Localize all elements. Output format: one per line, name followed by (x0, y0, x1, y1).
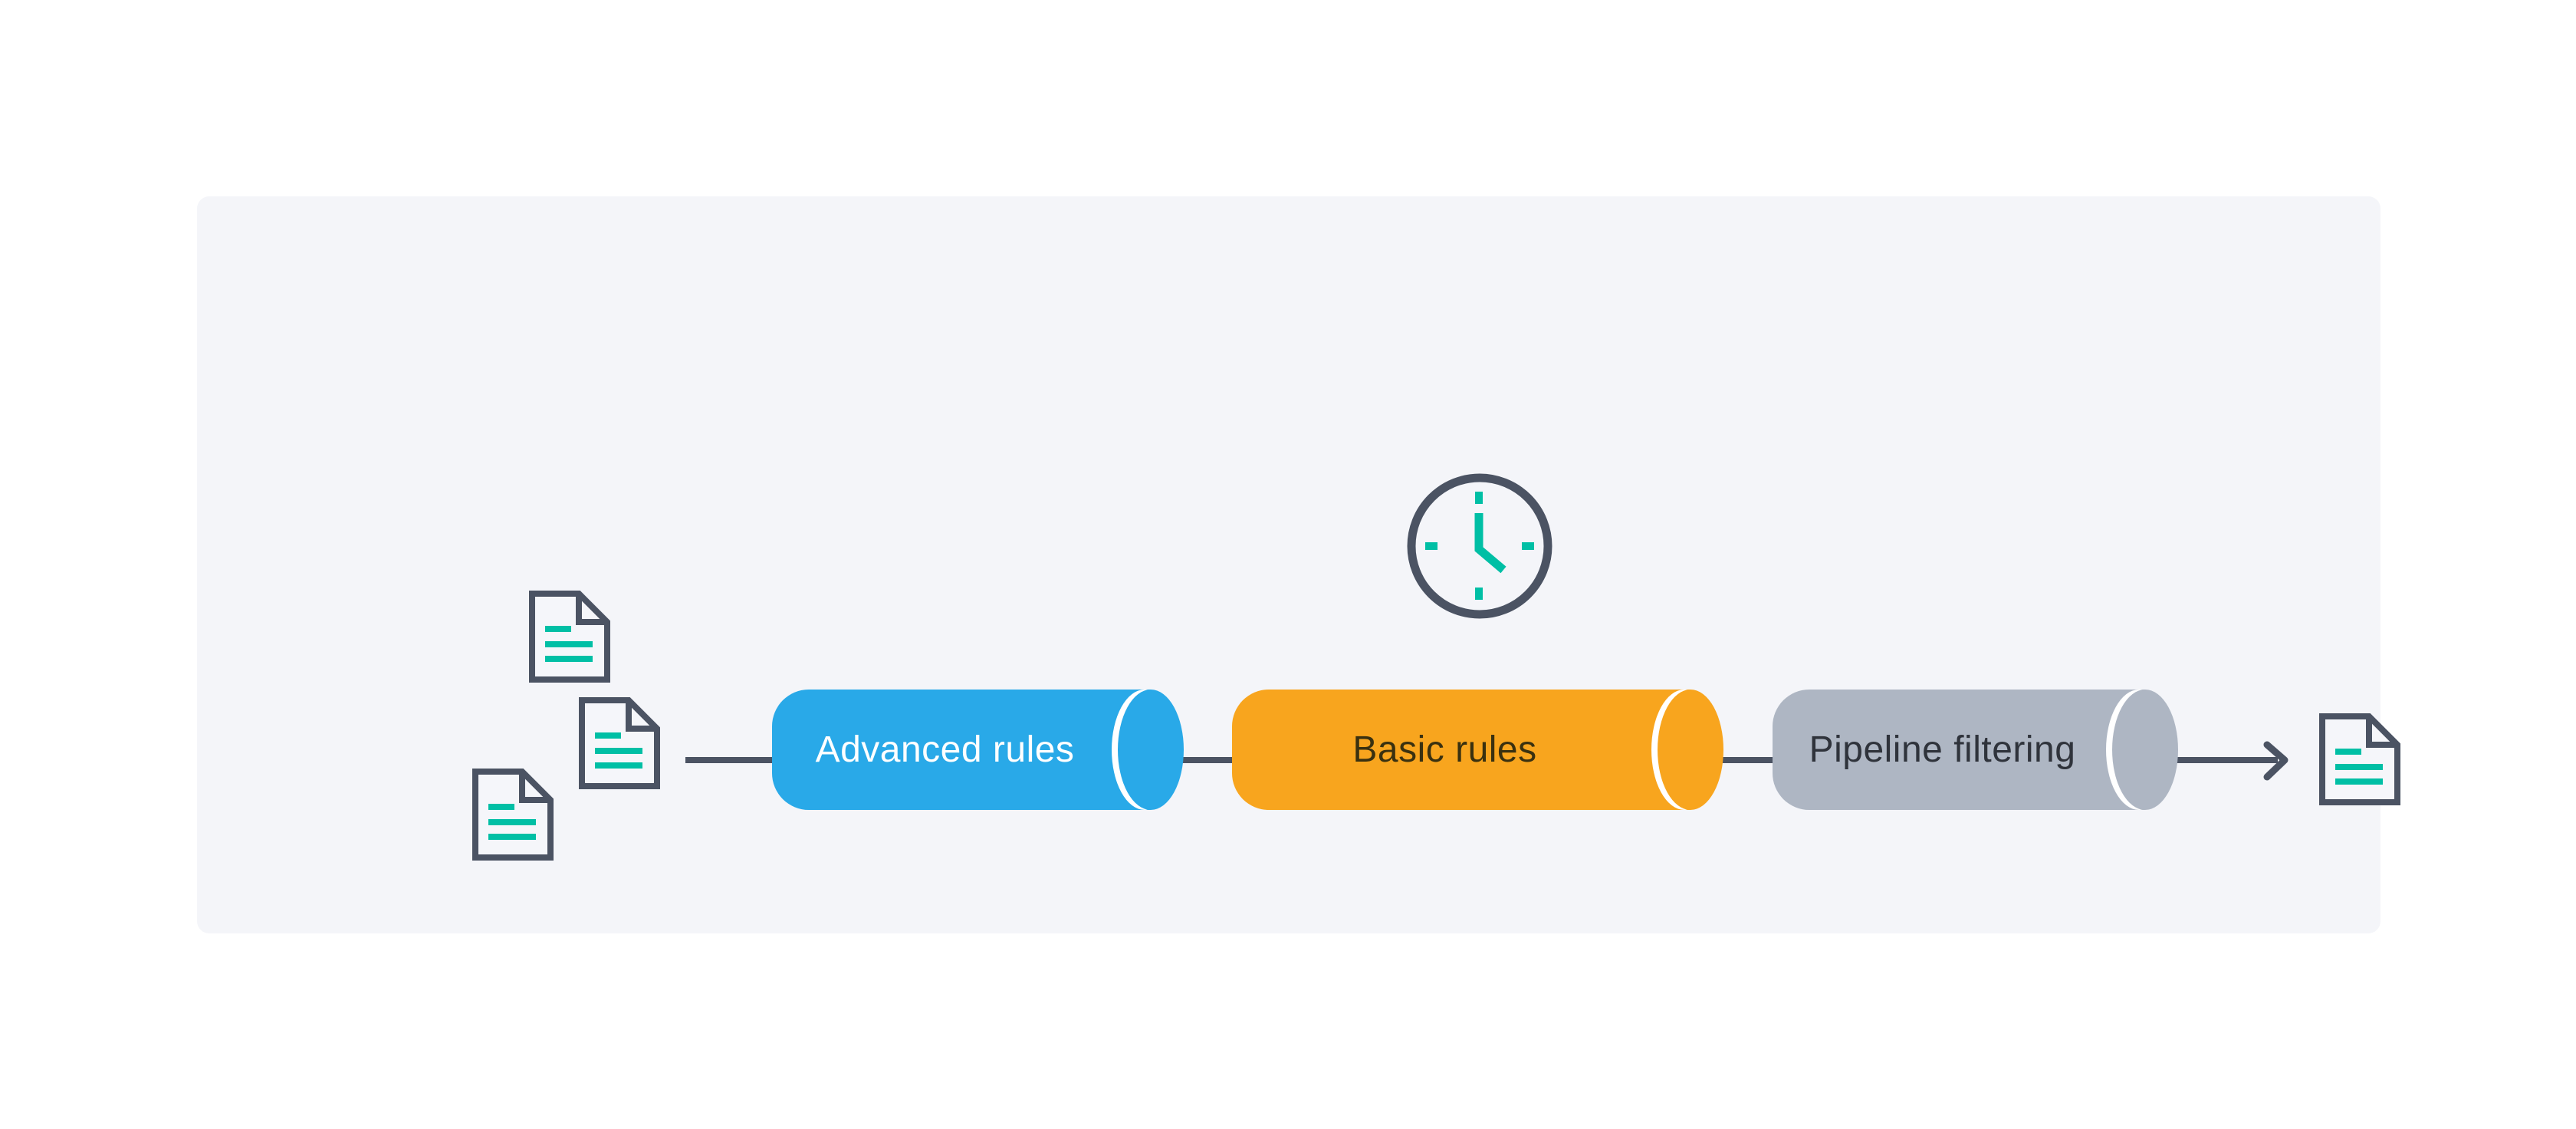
stage-label: Pipeline filtering (1809, 729, 2076, 770)
stage-label: Advanced rules (815, 729, 1075, 770)
clock-hands (1474, 513, 1506, 574)
cylinder-body (1232, 690, 1691, 810)
clock-ring (1407, 473, 1552, 619)
document-icon (472, 768, 554, 861)
stage-label: Basic rules (1352, 729, 1537, 770)
cylinder-body (772, 690, 1151, 810)
clock-icon (1407, 473, 1552, 619)
clock-tick-3 (1522, 542, 1534, 550)
document-icon (578, 696, 661, 790)
document-icon (2318, 713, 2401, 806)
clock-tick-9 (1425, 542, 1438, 550)
clock-tick-6 (1475, 588, 1483, 600)
cylinder-cap (2112, 690, 2178, 810)
diagram-panel: Advanced rules Basic rules Pipeline filt… (197, 196, 2380, 933)
arrow-right-icon (2263, 741, 2288, 781)
cylinder-cap (1658, 690, 1723, 810)
cylinder-cap (1118, 690, 1184, 810)
cylinder-body (1773, 690, 2145, 810)
document-icon (528, 590, 611, 683)
clock-tick-12 (1475, 492, 1483, 504)
